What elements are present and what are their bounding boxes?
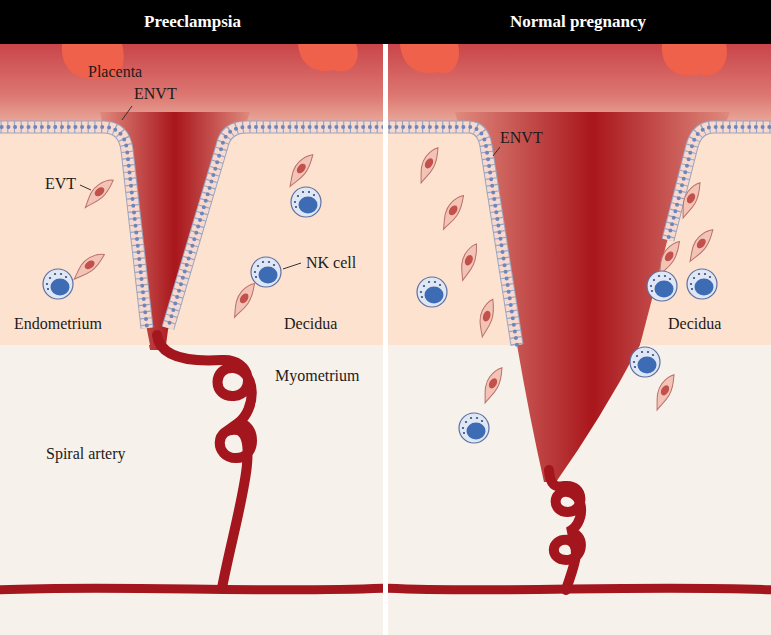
part-label: ENVT (134, 84, 177, 103)
panel-header: Normal pregnancy (385, 0, 771, 44)
radial-artery (388, 588, 771, 590)
cell-layer-nuclei (388, 127, 517, 345)
cell-layer-cells (168, 127, 383, 328)
envt-cell-layer (388, 127, 771, 345)
part-label: Decidua (284, 314, 337, 333)
placenta-villus (298, 44, 358, 71)
leader-line (283, 263, 301, 269)
cell-layer-nuclei (168, 127, 383, 328)
leader-line (80, 185, 91, 190)
evt-cell (474, 297, 499, 338)
evt-cell (652, 238, 684, 277)
evt-cell (454, 241, 481, 281)
cell-layer-border (668, 127, 771, 240)
cell-layer-border (0, 127, 147, 328)
part-label: Decidua (668, 314, 721, 333)
cell-layer-cells (388, 127, 517, 345)
nk-cell (251, 257, 281, 287)
cell-layer-nuclei (0, 127, 147, 328)
panel-title: Normal pregnancy (510, 12, 646, 32)
spiral-artery (157, 335, 252, 588)
leader-line (493, 147, 500, 156)
nk-cell (43, 269, 73, 299)
normal-pregnancy-panel (388, 44, 771, 635)
part-label: NK cell (306, 253, 356, 272)
placenta-villus (662, 44, 727, 76)
evt-cell (227, 280, 259, 319)
part-label: EVT (45, 174, 76, 193)
evt-cell (675, 180, 705, 220)
nk-cell (647, 271, 677, 301)
cell-layer-nuclei (668, 127, 771, 240)
nk-cell (291, 187, 321, 217)
cell-layer-cells (668, 127, 771, 240)
evt-cell (649, 372, 679, 412)
part-label: ENVT (500, 128, 543, 147)
part-label: Myometrium (275, 366, 359, 385)
panel-title: Preeclampsia (144, 12, 241, 32)
preeclampsia-panel (0, 44, 383, 635)
evt-cell (283, 151, 317, 189)
decidua-tissue (640, 127, 771, 345)
part-label: Endometrium (14, 314, 102, 333)
nk-cell (630, 347, 660, 377)
evt-cell (80, 175, 118, 209)
evt-cell (683, 226, 717, 264)
evt-cell (436, 192, 468, 231)
radial-artery (0, 588, 383, 590)
evt-cell (477, 365, 507, 405)
evt-cell (413, 145, 443, 185)
evt-cell (69, 250, 108, 282)
panel-header: Preeclampsia (0, 0, 385, 44)
envt-cell-layer (0, 127, 383, 328)
part-label: Spiral artery (46, 444, 126, 463)
cell-layer-border (168, 127, 383, 328)
leader-line (122, 106, 132, 120)
placenta-villus (400, 44, 459, 73)
spiral-artery (549, 470, 581, 590)
part-label: Placenta (88, 62, 142, 81)
cell-layer-border (388, 127, 517, 345)
cell-layer-cells (0, 127, 147, 328)
nk-cell (459, 413, 489, 443)
nk-cell (417, 277, 447, 307)
nk-cell (687, 269, 717, 299)
